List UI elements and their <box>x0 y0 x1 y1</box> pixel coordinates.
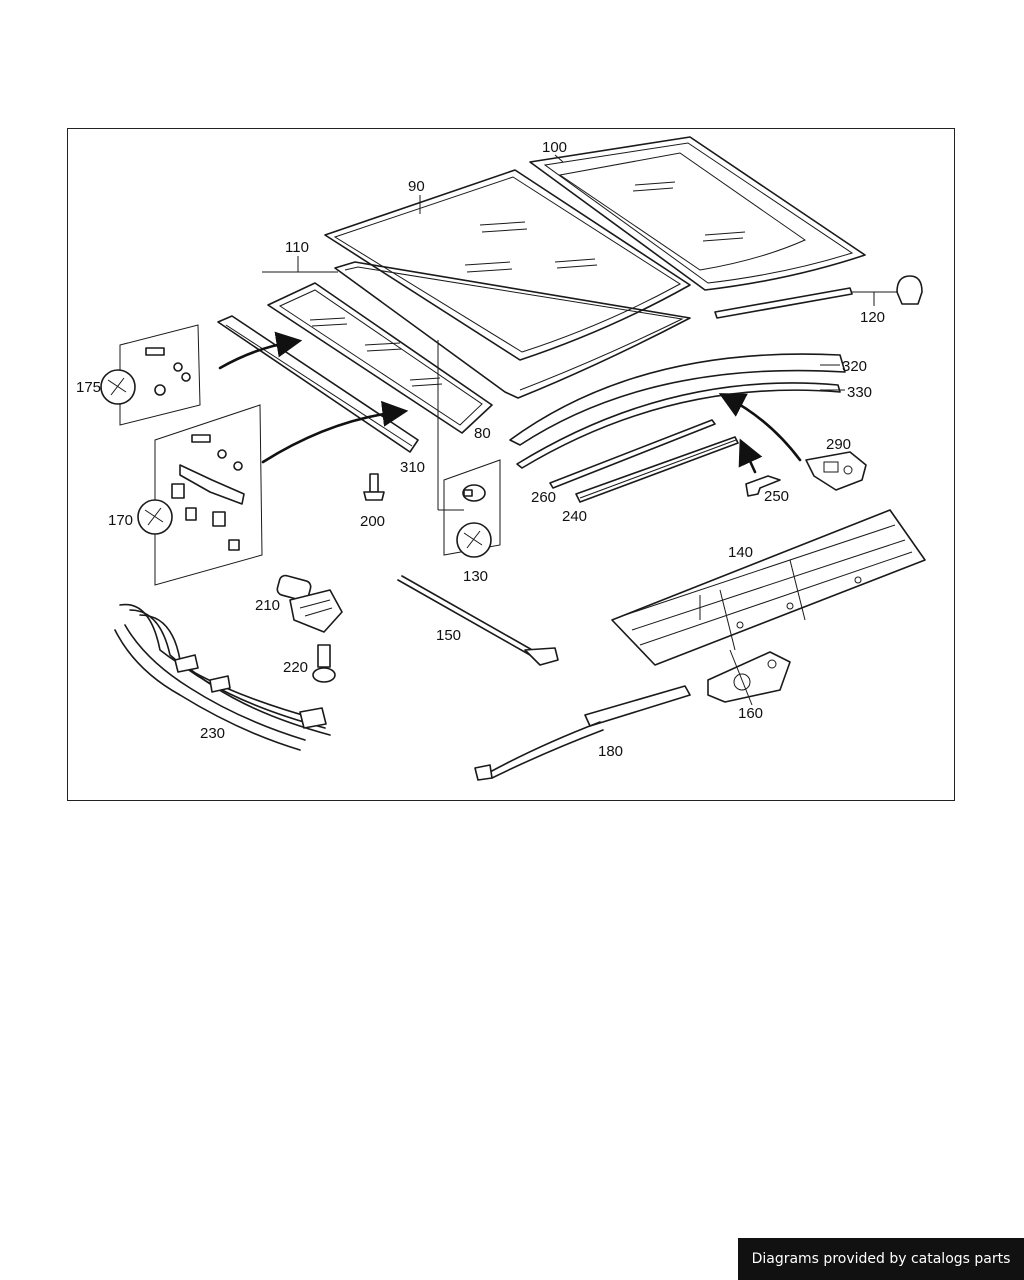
callout-320: 320 <box>842 358 867 375</box>
part-110-seal-frame[interactable] <box>334 261 691 399</box>
part-130-pin-kit[interactable] <box>443 459 501 558</box>
callout-175: 175 <box>76 379 101 396</box>
part-160-hinge[interactable] <box>707 651 791 703</box>
diagram-frame <box>67 128 955 801</box>
callout-290: 290 <box>826 436 851 453</box>
part-210-motor[interactable] <box>276 574 343 633</box>
callout-130: 130 <box>463 568 488 585</box>
callout-260: 260 <box>531 489 556 506</box>
part-260-guide-rail[interactable] <box>549 419 716 489</box>
callout-310: 310 <box>400 459 425 476</box>
part-90-front-glass-panel[interactable] <box>324 169 691 361</box>
part-290-latch[interactable] <box>805 451 867 491</box>
callout-160: 160 <box>738 705 763 722</box>
credit-banner: Diagrams provided by catalogs parts <box>738 1238 1024 1280</box>
part-230-cable-assembly[interactable] <box>114 603 331 751</box>
part-170-bracket-kit[interactable] <box>137 404 263 586</box>
part-200-bolt[interactable] <box>363 473 385 501</box>
part-250-bracket[interactable] <box>745 475 781 497</box>
callout-labels: 80 90 100 110 120 130 140 150 160 170 17… <box>76 139 885 760</box>
callout-150: 150 <box>436 627 461 644</box>
callout-170: 170 <box>108 512 133 529</box>
part-80-glass-insert[interactable] <box>267 282 493 434</box>
part-330-curved-rail[interactable] <box>516 382 841 469</box>
part-150-drive-rod[interactable] <box>397 575 559 666</box>
part-175-hardware-kit[interactable] <box>100 324 201 426</box>
callout-90: 90 <box>408 178 425 195</box>
callout-220: 220 <box>283 659 308 676</box>
callout-330: 330 <box>847 384 872 401</box>
callout-200: 200 <box>360 513 385 530</box>
callout-140: 140 <box>728 544 753 561</box>
part-240-guide-rail[interactable] <box>575 436 739 503</box>
part-220-bolt[interactable] <box>312 644 336 683</box>
callout-230: 230 <box>200 725 225 742</box>
part-100-rear-glass-frame[interactable] <box>529 136 866 291</box>
callout-100: 100 <box>542 139 567 156</box>
assembly-arrows <box>218 331 802 474</box>
callout-240: 240 <box>562 508 587 525</box>
callout-110: 110 <box>285 239 309 256</box>
callout-180: 180 <box>598 743 623 760</box>
callout-250: 250 <box>764 488 789 505</box>
part-120-seal-strip[interactable] <box>714 275 923 319</box>
part-320-curved-rail[interactable] <box>509 353 846 446</box>
part-140-frame-assembly[interactable] <box>611 509 926 666</box>
leader-lines <box>262 154 898 706</box>
callout-80: 80 <box>474 425 491 442</box>
part-180-cable-guide[interactable] <box>474 685 691 781</box>
callout-210: 210 <box>255 597 280 614</box>
callout-120: 120 <box>860 309 885 326</box>
